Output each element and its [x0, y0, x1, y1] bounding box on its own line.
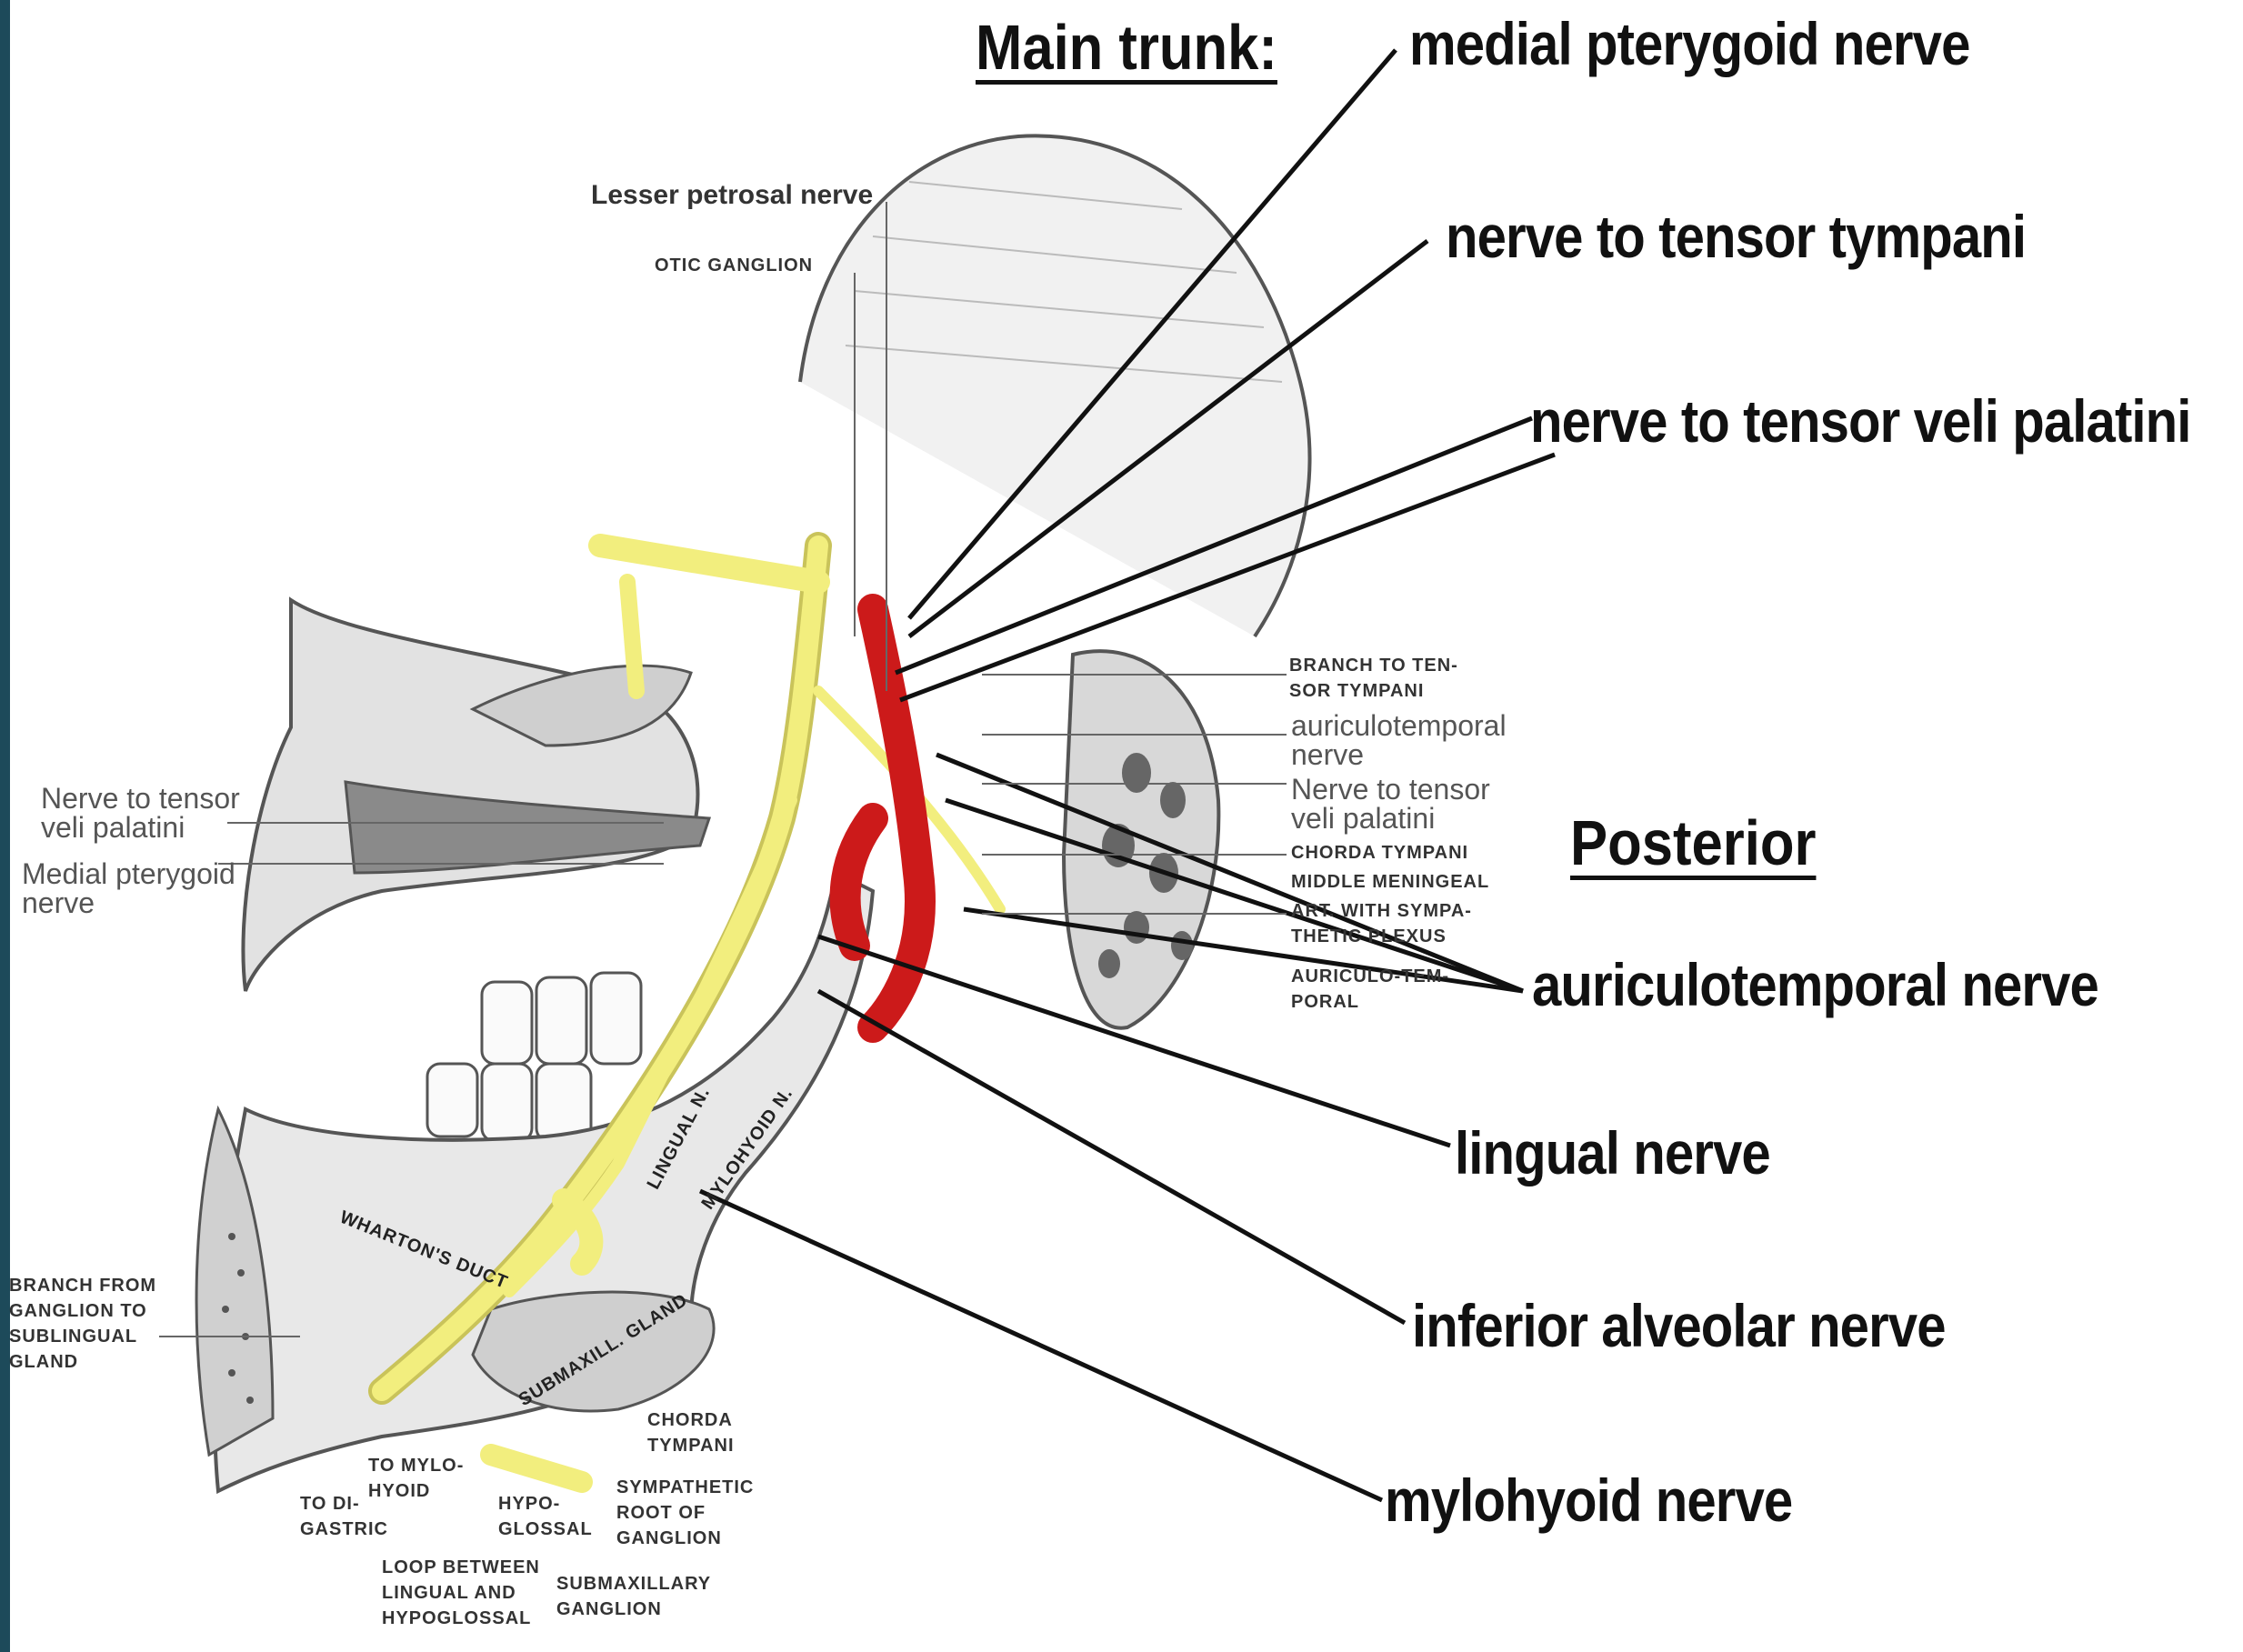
skull-hatching: [845, 181, 1283, 383]
label-right-tensor-veli: Nerve to tensor veli palatini: [1291, 773, 1490, 835]
leader-lines: [698, 48, 1556, 1503]
label-loop: LOOP BETWEEN LINGUAL AND HYPOGLOSSAL: [382, 1557, 540, 1628]
small-leader-lines: [159, 202, 1287, 1337]
label-to-mylohyoid: TO MYLO- HYOID: [368, 1456, 465, 1501]
lingual-nerve-branch: [503, 794, 797, 1297]
label-otic-ganglion: OTIC GANGLION: [655, 255, 814, 275]
callout-lingual: lingual nerve: [1455, 1119, 1771, 1186]
ganglion-node: [552, 1188, 604, 1276]
label-branch-sublingual: BRANCH FROM GANGLION TO SUBLINGUAL GLAND: [9, 1276, 157, 1372]
label-to-digastric: TO DI- GASTRIC: [300, 1494, 388, 1539]
slide-edge-bar: [0, 0, 10, 1652]
callout-mylohyoid: mylohyoid nerve: [1385, 1467, 1793, 1534]
skull-drawing: [195, 134, 1312, 1495]
chin-dots: [222, 1233, 254, 1404]
posterior-heading: Posterior: [1570, 807, 1817, 878]
label-branch-tensor-tympani: BRANCH TO TEN- SOR TYMPANI: [1289, 656, 1458, 701]
label-left-medial-pterygoid: Medial pterygoid nerve: [22, 857, 235, 919]
leader-tensor-veli-b: [899, 452, 1556, 703]
leader-medial-pterygoid: [907, 48, 1397, 620]
label-hypoglossal: HYPO- GLOSSAL: [498, 1494, 593, 1539]
nerve-trunks: [368, 532, 1006, 1493]
otic-branch: [588, 534, 830, 594]
callout-auriculotemporal: auriculotemporal nerve: [1532, 951, 2099, 1018]
hypoglossal-loop: [480, 1444, 593, 1493]
mandible-outline: [213, 870, 876, 1495]
callout-tensor-veli-palatini: nerve to tensor veli palatini: [1530, 387, 2191, 455]
middle-meningeal-artery: [829, 594, 936, 1043]
leader-tensor-tympani: [907, 239, 1429, 638]
leader-tensor-veli-a: [895, 416, 1533, 676]
cranium-outline: [798, 134, 1312, 638]
label-submaxillary-ganglion: SUBMAXILLARY GANGLION: [556, 1574, 712, 1619]
label-lesser-petrosal: Lesser petrosal nerve: [591, 180, 874, 210]
main-trunk-heading: Main trunk:: [976, 12, 1277, 83]
leader-auriculotemporal-a: [936, 752, 1524, 994]
label-chorda-tympani: CHORDA TYMPANI: [1291, 843, 1469, 863]
label-middle-meningeal: MIDDLE MENINGEAL: [1291, 872, 1490, 892]
chin-section: [195, 1105, 275, 1457]
callout-medial-pterygoid: medial pterygoid nerve: [1409, 10, 1970, 77]
leader-lingual: [817, 934, 1451, 1148]
label-art-sympathetic: ART. WITH SYMPA- THETIC PLEXUS: [1291, 901, 1472, 946]
leader-auriculotemporal-c: [963, 906, 1524, 994]
label-chorda-tympani-lower: CHORDA TYMPANI: [647, 1410, 735, 1456]
label-sympathetic-root: SYMPATHETIC ROOT OF GANGLION: [616, 1477, 755, 1548]
leader-mylohyoid: [698, 1188, 1384, 1503]
leader-auriculotemporal-b: [945, 797, 1524, 994]
submaxillary-gland: [471, 1290, 716, 1413]
label-auriculo-temporal: AURICULO-TEM- PORAL: [1291, 966, 1450, 1012]
callout-inferior-alveolar: inferior alveolar nerve: [1412, 1292, 1947, 1359]
label-left-tensor-veli: Nerve to tensor veli palatini: [41, 782, 240, 844]
palate-shape: [344, 780, 712, 875]
leader-inferior-alveolar: [816, 988, 1407, 1326]
teeth: [426, 971, 643, 1143]
label-right-auriculotemporal: auriculotemporal nerve: [1291, 709, 1507, 771]
otic-branch-2: [619, 574, 645, 699]
callout-tensor-tympani: nerve to tensor tympani: [1446, 203, 2027, 270]
